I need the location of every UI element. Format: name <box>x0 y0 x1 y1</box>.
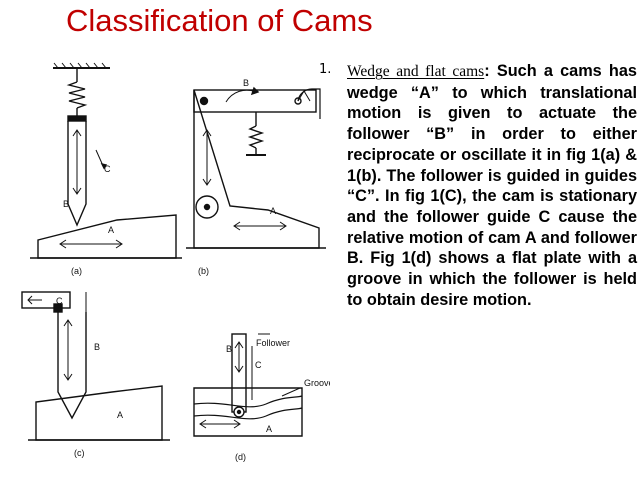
slide-title: Classification of Cams <box>66 3 373 38</box>
fig-b <box>186 86 326 249</box>
fig-d-label-c: C <box>255 360 262 370</box>
follower-label: Follower <box>256 338 290 348</box>
caption-a: (a) <box>71 266 82 276</box>
caption-d: (d) <box>235 452 246 462</box>
fig-a <box>30 62 182 259</box>
item-body: Such a cams has wedge “A” to which trans… <box>347 62 637 309</box>
fig-c-label-c: C <box>56 296 63 306</box>
fig-a-label-a: A <box>108 225 114 235</box>
fig-a-label-c: C <box>104 164 111 174</box>
fig-b-label-a: A <box>270 206 276 216</box>
groove-label: Groove <box>304 378 330 388</box>
fig-b-label-b: B <box>243 78 249 88</box>
item-number: 1. <box>319 62 332 77</box>
fig-a-label-b: B <box>63 199 69 209</box>
cam-figure: C B A (a) B A (b) C B A (c) Follower B C… <box>21 62 330 462</box>
item-text: Wedge and flat cams: Such a cams has wed… <box>347 61 637 310</box>
caption-c: (c) <box>74 448 85 458</box>
lead-phrase: Wedge and flat cams <box>347 63 485 80</box>
lead-colon: : <box>484 62 490 80</box>
fig-d-label-a: A <box>266 424 272 434</box>
fig-c-label-b: B <box>94 342 100 352</box>
fig-c-label-a: A <box>117 410 123 420</box>
caption-b: (b) <box>198 266 209 276</box>
fig-c <box>21 291 170 441</box>
fig-d-label-b: B <box>226 344 232 354</box>
fig-d <box>193 333 303 437</box>
